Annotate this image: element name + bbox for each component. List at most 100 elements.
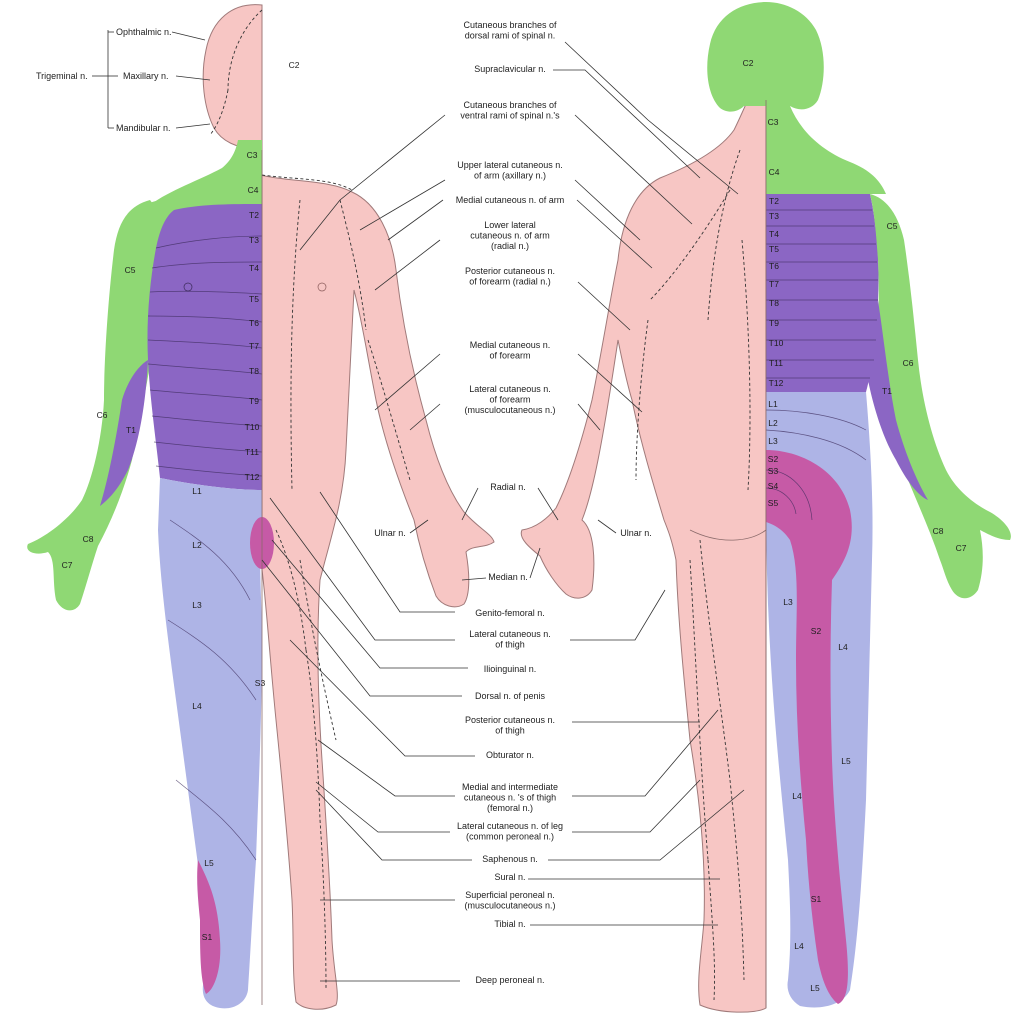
back-dermatome-label: T1 bbox=[882, 386, 892, 396]
front-dermatome-label: T6 bbox=[249, 318, 259, 328]
back-dermatome-label: S1 bbox=[811, 894, 822, 904]
leader-line bbox=[271, 539, 468, 669]
nerve-label: Lateral cutaneous n.of forearm(musculocu… bbox=[409, 384, 601, 431]
back-right-arm-c5c6 bbox=[870, 194, 1011, 599]
back-thoracic-region bbox=[766, 194, 879, 392]
nerve-label-text: Radial n. bbox=[490, 482, 526, 492]
back-dermatome-label: T8 bbox=[769, 298, 779, 308]
leader-line bbox=[317, 739, 455, 797]
nerve-label-text: Lower lateral bbox=[484, 220, 536, 230]
back-dermatome-label: T6 bbox=[769, 261, 779, 271]
nerve-label: Ulnar n. bbox=[597, 519, 652, 538]
back-dermatome-label: L3 bbox=[768, 436, 778, 446]
back-dermatome-label: L5 bbox=[841, 756, 851, 766]
front-dermatome-label: L2 bbox=[192, 540, 202, 550]
leader-line bbox=[315, 781, 450, 833]
front-dermatome-label: T1 bbox=[126, 425, 136, 435]
leader-line bbox=[597, 519, 617, 534]
front-dermatome-label: C7 bbox=[62, 560, 73, 570]
front-dermatome-label: T2 bbox=[249, 210, 259, 220]
leader-line bbox=[319, 491, 455, 613]
nerve-label: Medial cutaneous n. of arm bbox=[387, 195, 653, 269]
front-dermatome-label: C6 bbox=[97, 410, 108, 420]
nerve-label-text: (musculocutaneous n.) bbox=[464, 901, 555, 911]
nerve-label-text: Medial cutaneous n. of arm bbox=[456, 195, 565, 205]
nerve-label-text: Posterior cutaneous n. bbox=[465, 715, 555, 725]
back-neck-c3c4 bbox=[766, 106, 886, 194]
leader-line bbox=[537, 487, 559, 521]
nerve-label-text: of thigh bbox=[495, 640, 525, 650]
front-dermatome-label: C5 bbox=[125, 265, 136, 275]
front-dermatome-label: L4 bbox=[192, 701, 202, 711]
nerve-label-text: Deep peroneal n. bbox=[475, 975, 544, 985]
nerve-label: Saphenous n. bbox=[315, 789, 745, 864]
nerve-label: Medial cutaneous n.of forearm bbox=[374, 340, 643, 413]
nerve-label-text: of arm (axillary n.) bbox=[474, 171, 546, 181]
nerve-label-text: Genito-femoral n. bbox=[475, 608, 545, 618]
back-dermatome-label: C2 bbox=[743, 58, 754, 68]
back-figure bbox=[520, 2, 1011, 1013]
back-dermatome-label: S2 bbox=[811, 626, 822, 636]
leader-line bbox=[570, 589, 666, 641]
front-dermatome-label: T12 bbox=[245, 472, 260, 482]
nerve-label-text: Medial cutaneous n. bbox=[470, 340, 551, 350]
leader-line bbox=[374, 239, 441, 291]
back-dermatome-label: L5 bbox=[810, 983, 820, 993]
leader-line bbox=[564, 41, 739, 195]
front-dermatome-label: C8 bbox=[83, 534, 94, 544]
leader-line bbox=[574, 114, 693, 225]
nerve-label: Superficial peroneal n.(musculocutaneous… bbox=[320, 890, 556, 911]
nerve-label-text: (radial n.) bbox=[491, 241, 529, 251]
back-dermatome-label: L3 bbox=[783, 597, 793, 607]
maxillary-label: Maxillary n. bbox=[123, 71, 169, 81]
back-dermatome-label: T12 bbox=[769, 378, 784, 388]
back-dermatome-label: L4 bbox=[792, 791, 802, 801]
back-dermatome-label: S4 bbox=[768, 481, 779, 491]
front-dermatome-label: T5 bbox=[249, 294, 259, 304]
back-dermatome-label: T10 bbox=[769, 338, 784, 348]
front-dermatome-label: L1 bbox=[192, 486, 202, 496]
leader-line bbox=[409, 519, 429, 534]
front-left-arm bbox=[27, 200, 174, 611]
nerve-label: Lateral cutaneous n.of thigh bbox=[269, 497, 666, 650]
front-dermatome-label: S1 bbox=[202, 932, 213, 942]
leader-line bbox=[529, 547, 541, 579]
nerve-label-text: (femoral n.) bbox=[487, 803, 533, 813]
front-figure bbox=[27, 4, 495, 1010]
nerve-label: Ilioinguinal n. bbox=[271, 539, 536, 674]
front-dermatome-label: T3 bbox=[249, 235, 259, 245]
back-dermatome-label: C4 bbox=[769, 167, 780, 177]
leader-line bbox=[409, 403, 441, 431]
nerve-label-text: of forearm bbox=[489, 351, 530, 361]
nerve-label-text: Ulnar n. bbox=[374, 528, 406, 538]
front-lumbar-region bbox=[158, 478, 262, 1009]
nerve-label: Dorsal n. of penis bbox=[261, 559, 546, 701]
back-dermatome-label: C7 bbox=[956, 543, 967, 553]
front-dermatome-label: T9 bbox=[249, 396, 259, 406]
mandibular-label: Mandibular n. bbox=[116, 123, 171, 133]
front-skin bbox=[202, 4, 495, 1010]
nerve-label-text: Cutaneous branches of bbox=[463, 100, 557, 110]
leader-line bbox=[574, 179, 641, 241]
back-dermatome-label: L4 bbox=[794, 941, 804, 951]
nerve-label-text: Sural n. bbox=[494, 872, 525, 882]
leader-line bbox=[359, 179, 446, 231]
nerve-label: Posterior cutaneous n.of thigh bbox=[465, 715, 700, 736]
nerve-label: Supraclavicular n. bbox=[474, 64, 701, 179]
nerve-label-text: Dorsal n. of penis bbox=[475, 691, 546, 701]
front-dermatome-label: C2 bbox=[289, 60, 300, 70]
nerve-label-text: Ulnar n. bbox=[620, 528, 652, 538]
nerve-label: Genito-femoral n. bbox=[319, 491, 545, 618]
front-segment-labels: C2C3C4T2T3T4T5T6T7T8T9T10T11T12C5C6T1C8C… bbox=[62, 60, 300, 942]
nerve-label: Lateral cutaneous n. of leg(common peron… bbox=[315, 779, 701, 842]
nerve-label-text: of forearm bbox=[489, 395, 530, 405]
front-dermatome-label: T4 bbox=[249, 263, 259, 273]
back-dermatome-label: S2 bbox=[768, 454, 779, 464]
front-dermatome-label: T8 bbox=[249, 366, 259, 376]
leader-line bbox=[461, 487, 479, 521]
back-dermatome-label: C3 bbox=[768, 117, 779, 127]
leader-line bbox=[269, 497, 455, 641]
